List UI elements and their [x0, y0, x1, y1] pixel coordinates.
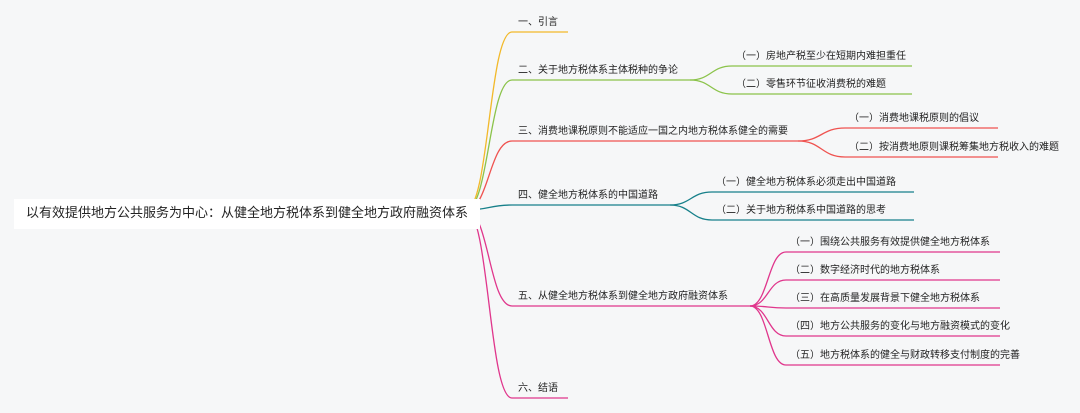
subtopic[interactable]: （一）消费地课税原则的倡议: [849, 113, 979, 124]
subtopic-connector: [749, 279, 1000, 307]
branch-topic[interactable]: 一、引言: [518, 17, 558, 28]
subtopic[interactable]: （一）房地产税至少在短期内难担重任: [736, 51, 906, 62]
subtopic-connector: [689, 79, 912, 95]
subtopic-connector: [797, 127, 998, 142]
branch-topic[interactable]: 三、消费地课税原则不能适应一国之内地方税体系健全的需要: [518, 126, 788, 137]
subtopic[interactable]: （二）零售环节征收消费税的难题: [736, 79, 886, 90]
subtopic-connector: [669, 204, 914, 221]
subtopic[interactable]: （五）地方税体系的健全与财政转移支付制度的完善: [790, 350, 1020, 361]
subtopic[interactable]: （二）关于地方税体系中国道路的思考: [716, 205, 886, 216]
branch-topic[interactable]: 六、结语: [518, 383, 558, 394]
subtopic-connector: [689, 65, 912, 81]
branch-topic[interactable]: 五、从健全地方税体系到健全地方政府融资体系: [518, 291, 728, 302]
subtopic[interactable]: （二）按消费地原则课税筹集地方税收入的难题: [849, 142, 1059, 153]
subtopic[interactable]: （一）健全地方税体系必须走出中国道路: [716, 177, 896, 188]
subtopic[interactable]: （四）地方公共服务的变化与地方融资模式的变化: [790, 321, 1010, 332]
subtopic-connector: [749, 305, 1000, 366]
branch-topic[interactable]: 二、关于地方税体系主体税种的争论: [518, 65, 678, 76]
branch-connector: [465, 204, 670, 211]
subtopic-connector: [749, 251, 1000, 307]
branch-connector: [465, 209, 568, 399]
branch-topic[interactable]: 四、健全地方税体系的中国道路: [518, 190, 658, 201]
subtopic-connector: [669, 191, 914, 206]
subtopic-connector: [797, 140, 998, 158]
subtopic-connector: [749, 305, 1000, 337]
subtopic[interactable]: （三）在高质量发展背景下健全地方税体系: [790, 293, 980, 304]
subtopic[interactable]: （二）数字经济时代的地方税体系: [790, 265, 940, 276]
subtopic[interactable]: （一）围绕公共服务有效提供健全地方税体系: [790, 237, 990, 248]
root-topic[interactable]: 以有效提供地方公共服务为中心：从健全地方税体系到健全地方政府融资体系: [14, 199, 481, 229]
subtopic-connector: [749, 305, 1000, 309]
